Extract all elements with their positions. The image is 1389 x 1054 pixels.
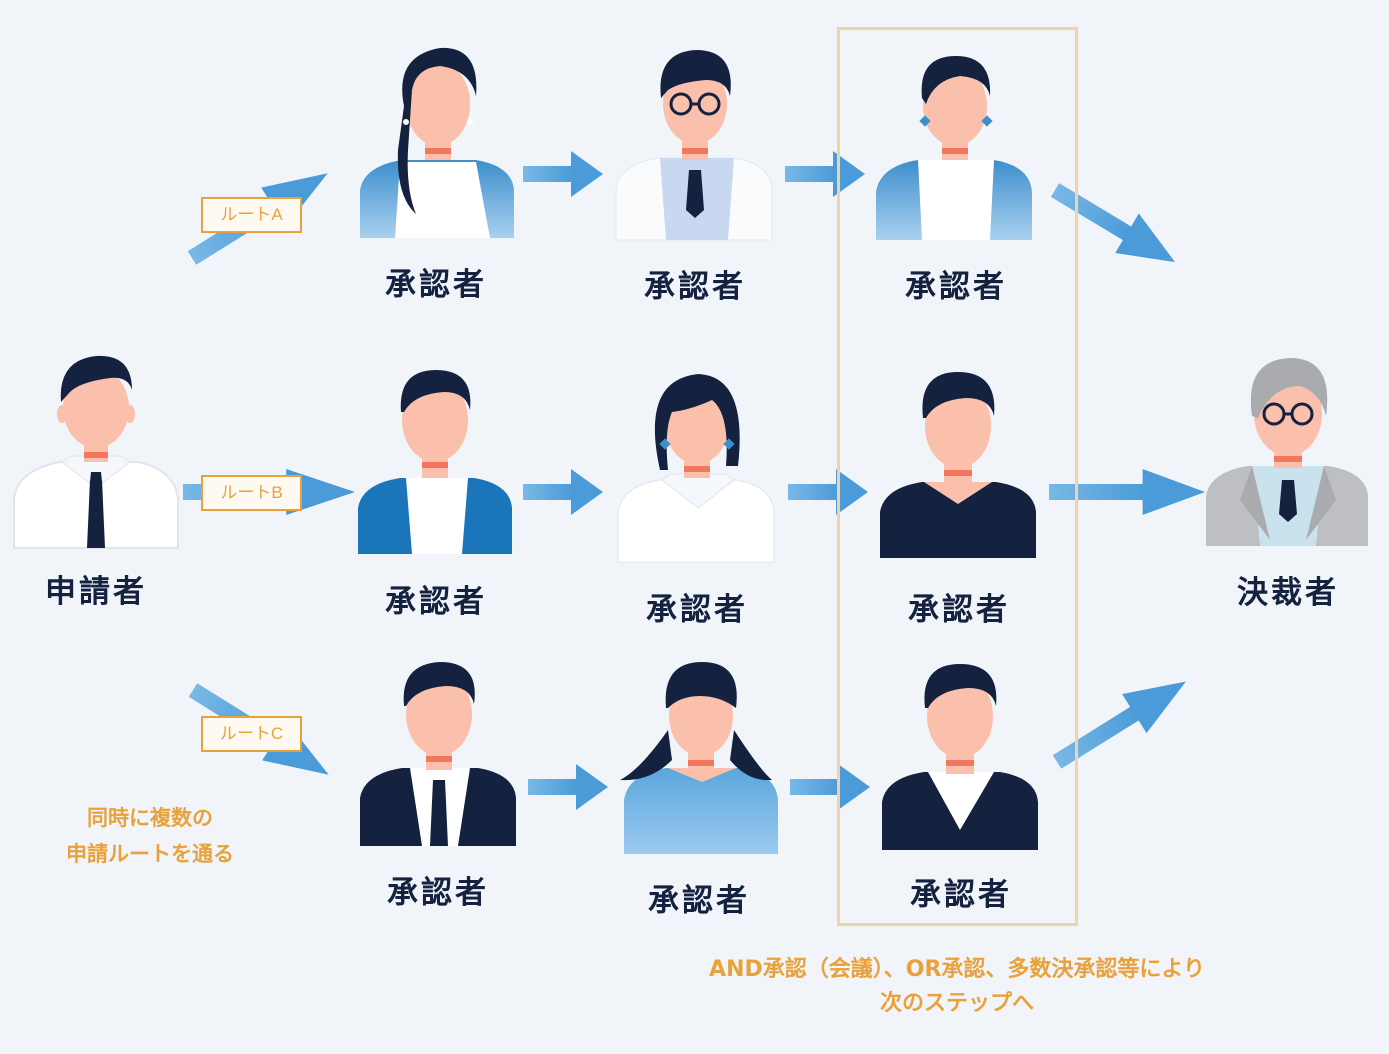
decider-person [1206,358,1368,546]
approver-c3-person [882,664,1038,850]
applicant-label: 申請者 [45,574,147,610]
step-rule-note-line2: 次のステップへ [879,991,1035,1016]
approver-c2-label: 承認者 [648,883,750,919]
decider-label: 決裁者 [1237,575,1339,611]
approver-a2-label: 承認者 [644,269,746,305]
approver-c2-person [620,662,778,854]
parallel-step-box [837,27,1078,926]
applicant-person [13,355,179,549]
approver-b1-person [358,370,512,554]
approver-b2-person [617,374,775,563]
route-a-tag: ルートA [201,197,302,233]
approver-b3-label: 承認者 [908,592,1010,628]
route-b-tag: ルートB [201,475,302,511]
approver-b1-label: 承認者 [385,584,487,620]
approver-c1-label: 承認者 [387,875,489,911]
approver-a3-person [876,56,1032,240]
approver-c3-label: 承認者 [910,877,1012,913]
arrow-a-1 [523,151,603,197]
multi-route-note-line1: 同時に複数の [87,806,213,830]
arrow-c-1 [528,764,608,810]
route-c-tag: ルートC [201,716,302,752]
multi-route-note-line2: 申請ルートを通る [66,842,234,866]
approver-a1-person [360,47,514,238]
arrow-b-1 [523,469,603,515]
approver-b2-label: 承認者 [646,592,748,628]
step-rule-note-line1: AND承認（会議）、OR承認、多数決承認等により [709,957,1205,982]
approver-a1-label: 承認者 [385,267,487,303]
approver-a2-person [615,50,773,241]
approver-c1-person [360,662,516,846]
approver-b3-person [880,372,1036,558]
approver-a3-label: 承認者 [905,269,1007,305]
